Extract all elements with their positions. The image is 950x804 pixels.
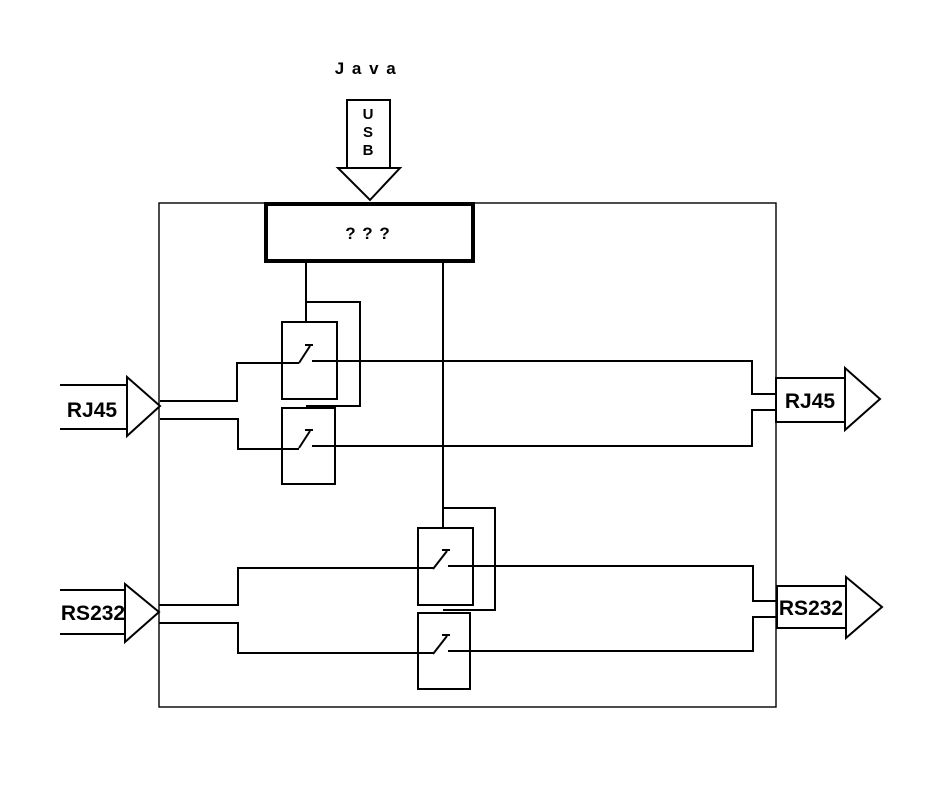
device-enclosure-box [158,202,777,708]
control-branch-rj45-switch2 [306,301,361,407]
wire-rj45-b-out [312,409,776,447]
rj45-input-lines [60,384,127,430]
switch-box-rs232-1 [417,527,474,606]
rs232-input-lines [60,589,125,635]
rj45-input-connector: RJ45 [60,374,162,439]
switch-arm-rj45-2-icon [298,429,313,449]
rj45-output-connector: RJ45 [775,365,882,433]
switch-box-rs232-2 [417,612,471,690]
switch-arms [298,344,450,655]
controller-box [264,202,475,263]
rs232-output-arrow-head-icon [845,574,884,641]
switch-box-rj45-2 [281,407,336,485]
rj45-input-arrow-head-icon [126,374,162,439]
rs232-input-connector: RS232 [60,581,161,645]
switch-arm-rs232-2-icon [432,634,450,655]
rs232-input-label: RS232 [61,602,125,625]
switch-box-rj45-1 [281,321,338,400]
rs232-input-arrow-head-icon [124,581,161,645]
wire-rs232-b-in [159,622,433,654]
usb-letter: B [363,142,374,159]
signal-wiring [159,360,777,654]
java-title: J a v a [335,59,398,78]
rj45-output-arrow-head-icon [844,365,882,433]
switch-boxes [281,321,474,690]
wire-rj45-a-in [160,362,299,402]
control-wiring [305,262,496,611]
rs232-output-label: RS232 [779,597,843,620]
control-branch-rs232-switch2 [443,507,496,611]
wire-rs232-a-out [448,565,777,602]
controller-block: ? ? ? [264,202,475,263]
switch-arm-rj45-1-icon [298,344,313,364]
rj45-input-label: RJ45 [67,399,118,422]
wire-rs232-b-out [448,616,777,652]
wire-rj45-b-in [160,418,299,450]
rj45-output-label: RJ45 [785,390,836,413]
rs232-output-connector: RS232 [776,574,884,641]
usb-connector-arrow: U S B [335,99,403,202]
controller-label: ? ? ? [345,224,391,243]
usb-letter: S [363,124,373,141]
usb-letter: U [363,106,374,123]
wire-rs232-a-in [159,567,433,606]
switch-arm-rs232-1-icon [432,549,450,570]
usb-arrow-head-icon [335,167,403,202]
wire-rj45-a-out [312,360,776,395]
